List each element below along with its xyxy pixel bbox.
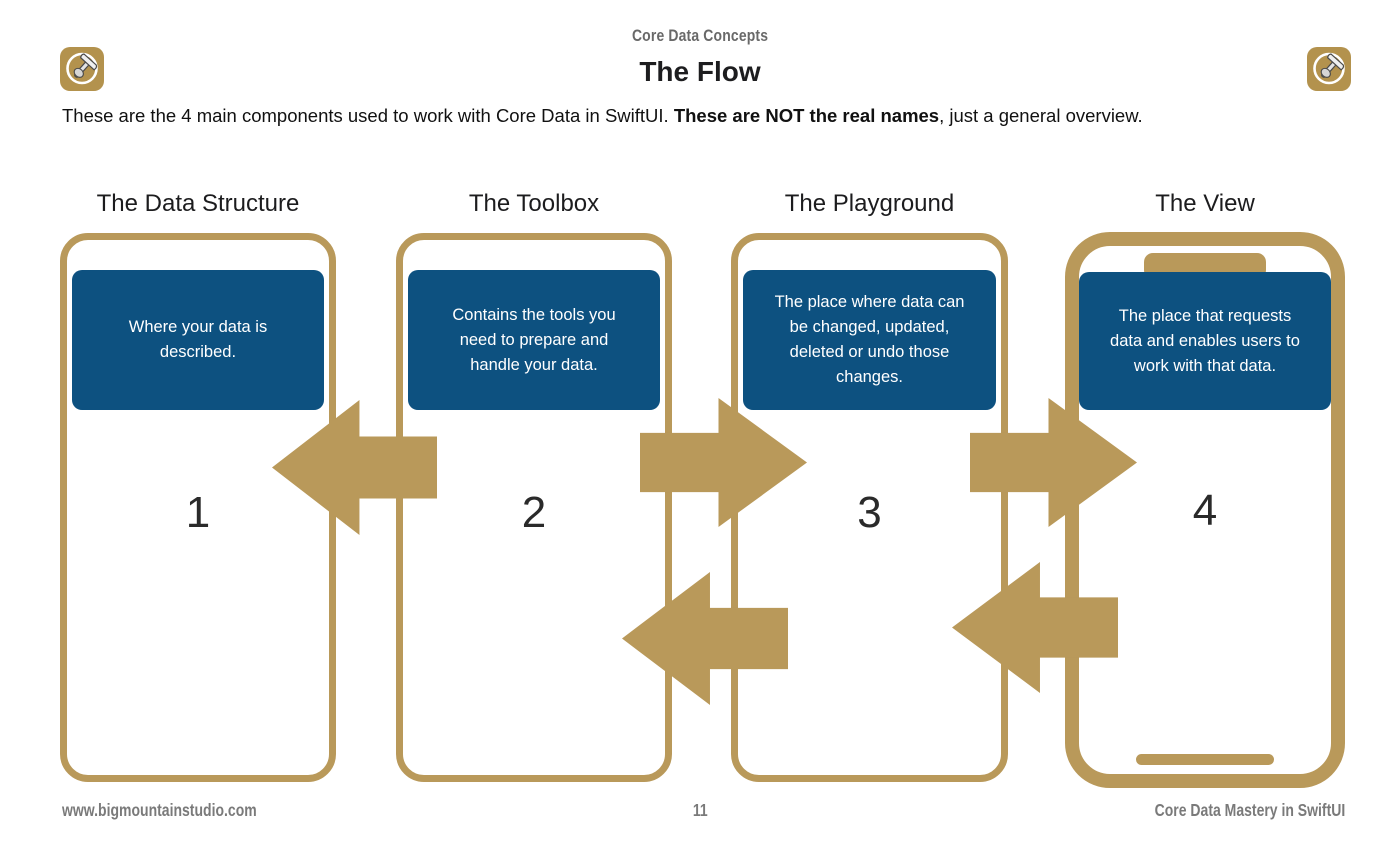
component-number: 3 (857, 488, 882, 537)
component-card-playground: The place where data can be changed, upd… (731, 233, 1008, 782)
component-card-data-structure: Where your data is described. 1 (60, 233, 336, 782)
big-mountain-studio-logo-icon (60, 47, 104, 91)
page-title: The Flow (639, 56, 761, 87)
subtitle-suffix: , just a general overview. (939, 105, 1143, 126)
footer-book-title-label: Core Data Mastery in SwiftUI (1154, 800, 1345, 820)
footer-website-label: www.bigmountainstudio.com (62, 800, 257, 820)
chapter-eyebrow: Core Data Concepts (0, 26, 1400, 46)
component-number: 1 (185, 488, 211, 537)
component-number: 2 (521, 488, 547, 537)
footer-book-title: Core Data Mastery in SwiftUI (1107, 800, 1345, 821)
page-number-label: 11 (692, 800, 708, 820)
component-number: 4 (1192, 486, 1218, 535)
description-box: Contains the tools you need to prepare a… (408, 270, 660, 410)
page-number: 11 (0, 800, 1400, 821)
subtitle-prefix: These are the 4 main components used to … (62, 105, 674, 126)
component-card-view-phone-frame: The place that requests data and enables… (1065, 232, 1345, 788)
chapter-eyebrow-label: Core Data Concepts (631, 26, 769, 45)
footer-website: www.bigmountainstudio.com (62, 800, 305, 821)
column-title-toolbox: The Toolbox (468, 190, 600, 217)
big-mountain-studio-logo-icon (1307, 47, 1351, 91)
component-card-toolbox: Contains the tools you need to prepare a… (396, 233, 672, 782)
description-box: Where your data is described. (72, 270, 324, 410)
description-box: The place where data can be changed, upd… (743, 270, 996, 410)
subtitle-bold: These are NOT the real names (673, 105, 940, 126)
column-title-data-structure: The Data Structure (96, 190, 300, 217)
phone-home-indicator (1136, 754, 1274, 765)
column-title-view: The View (1155, 190, 1255, 217)
page-subtitle: These are the 4 main components used to … (62, 105, 1143, 127)
description-box: The place that requests data and enables… (1079, 272, 1331, 410)
column-title-playground: The Playground (784, 190, 955, 217)
